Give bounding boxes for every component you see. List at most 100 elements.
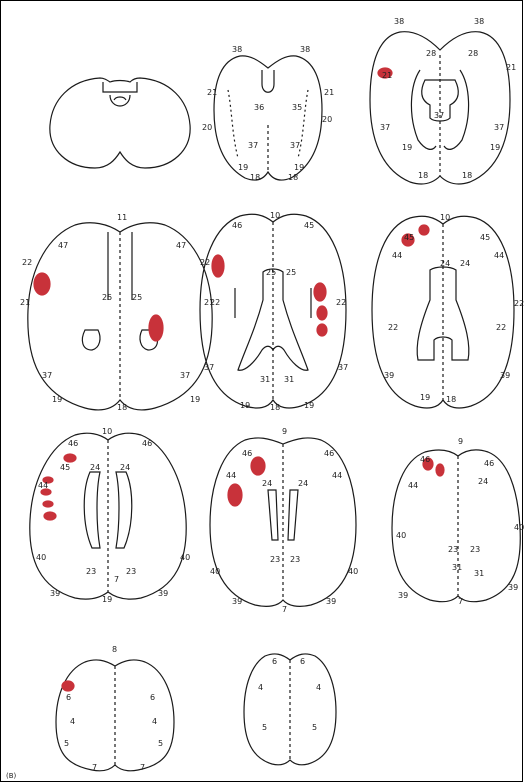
s6-label-9: 22: [514, 299, 524, 308]
s9-label-2: 46: [484, 459, 494, 468]
s9-label-9: 40: [396, 531, 406, 540]
s10-label-4: 4: [152, 717, 157, 726]
s4-label-10: 37: [180, 371, 190, 380]
s2-label-2: 21: [207, 88, 217, 97]
s3-label-5: 28: [468, 49, 478, 58]
s4-label-4: 22: [200, 258, 210, 267]
s5-label-6: 22: [336, 298, 346, 307]
s10-label-2: 6: [150, 693, 155, 702]
s10-label-8: 7: [140, 763, 145, 772]
slice-1-cerebellum: [50, 78, 190, 168]
slice-5: [200, 214, 346, 408]
s6-label-12: 19: [420, 393, 430, 402]
s2-label-13: 18: [288, 173, 298, 182]
s5-label-3: 25: [266, 268, 276, 277]
s7-label-14: 7: [114, 575, 119, 584]
s7-label-8: 23: [126, 567, 136, 576]
s3-label-8: 37: [494, 123, 504, 132]
s3-label-2: 21: [382, 71, 392, 80]
s4-label-5: 21: [20, 298, 30, 307]
s9-label-13: 7: [458, 597, 463, 606]
s4-label-13: 18: [117, 403, 127, 412]
s7-label-0: 10: [102, 427, 112, 436]
s6-label-5: 24: [440, 259, 450, 268]
s6-label-4: 44: [494, 251, 504, 260]
s8-label-5: 24: [262, 479, 272, 488]
s8-label-13: 7: [282, 605, 287, 614]
s4-label-1: 47: [58, 241, 68, 250]
s2-label-5: 20: [322, 115, 332, 124]
s7-label-6: 24: [120, 463, 130, 472]
slice-3: [370, 32, 510, 184]
s8-label-7: 23: [270, 555, 280, 564]
s4-label-8: 25: [132, 293, 142, 302]
s6-label-0: 10: [440, 213, 450, 222]
s7-label-9: 40: [36, 553, 46, 562]
slice-10: [56, 660, 174, 771]
s9-label-6: 23: [470, 545, 480, 554]
s5-label-5: 22: [210, 298, 220, 307]
s10-label-0: 8: [112, 645, 117, 654]
s5-label-13: 18: [270, 403, 280, 412]
s7-label-2: 46: [142, 439, 152, 448]
s7-label-3: 45: [60, 463, 70, 472]
s6-label-3: 44: [392, 251, 402, 260]
s2-label-1: 38: [300, 45, 310, 54]
s9-label-5: 23: [448, 545, 458, 554]
s8-label-12: 39: [326, 597, 336, 606]
s7-label-7: 23: [86, 567, 96, 576]
s4-label-3: 22: [22, 258, 32, 267]
s4-label-7: 25: [102, 293, 112, 302]
s3-label-3: 21: [506, 63, 516, 72]
s8-label-0: 9: [282, 427, 287, 436]
s11-label-5: 5: [312, 723, 317, 732]
slice-11: [244, 654, 336, 765]
s6-label-1: 45: [404, 233, 414, 242]
s5-label-4: 25: [286, 268, 296, 277]
s8-label-2: 46: [324, 449, 334, 458]
s11-label-3: 4: [316, 683, 321, 692]
s10-label-3: 4: [70, 717, 75, 726]
s6-label-7: 22: [388, 323, 398, 332]
s7-label-4: 44: [38, 481, 48, 490]
s5-label-1: 46: [232, 221, 242, 230]
s4-label-9: 37: [42, 371, 52, 380]
s11-label-1: 6: [300, 657, 305, 666]
s5-label-8: 37: [338, 363, 348, 372]
s7-label-1: 46: [68, 439, 78, 448]
s6-label-10: 39: [384, 371, 394, 380]
s9-label-3: 44: [408, 481, 418, 490]
s4-label-0: 11: [117, 213, 127, 222]
s5-label-7: 37: [204, 363, 214, 372]
brodmann-labels: 3838212120203635373719191818383821212828…: [20, 17, 524, 772]
s2-label-3: 21: [324, 88, 334, 97]
s5-label-11: 19: [240, 401, 250, 410]
s6-label-8: 22: [496, 323, 506, 332]
slice-2: [214, 56, 322, 180]
s8-label-11: 39: [232, 597, 242, 606]
slice-4: [28, 223, 212, 410]
s5-label-0: 10: [270, 211, 280, 220]
s2-label-4: 20: [202, 123, 212, 132]
s2-label-10: 19: [238, 163, 248, 172]
s8-label-3: 44: [226, 471, 236, 480]
s10-label-6: 5: [158, 739, 163, 748]
slice-9: [392, 450, 520, 602]
s3-label-7: 37: [434, 111, 444, 120]
s8-label-1: 46: [242, 449, 252, 458]
s3-label-1: 38: [474, 17, 484, 26]
s8-label-9: 40: [210, 567, 220, 576]
s2-label-0: 38: [232, 45, 242, 54]
s10-label-5: 5: [64, 739, 69, 748]
s4-label-2: 47: [176, 241, 186, 250]
s5-label-2: 45: [304, 221, 314, 230]
slice-8: [210, 438, 356, 606]
s8-label-6: 24: [298, 479, 308, 488]
s9-label-7: 31: [452, 563, 462, 572]
s6-label-6: 24: [460, 259, 470, 268]
s3-label-0: 38: [394, 17, 404, 26]
s2-label-9: 37: [290, 141, 300, 150]
s5-label-12: 19: [304, 401, 314, 410]
s8-label-4: 44: [332, 471, 342, 480]
